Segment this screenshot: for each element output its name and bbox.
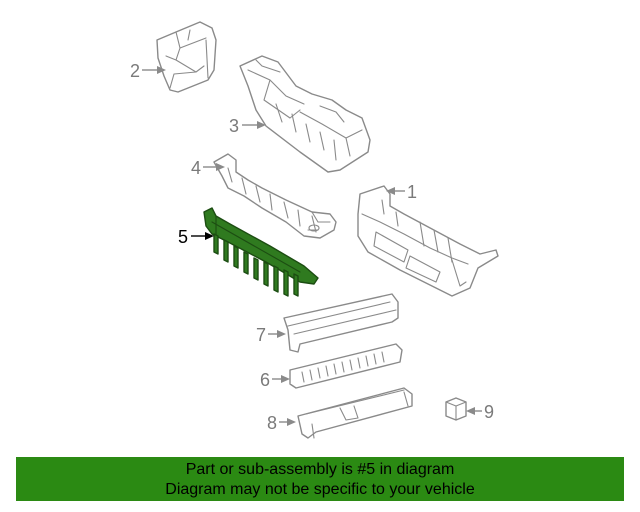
part-9-relay[interactable] xyxy=(445,397,467,421)
part-4-relay-holder[interactable] xyxy=(213,153,337,239)
banner-line-1: Part or sub-assembly is #5 in diagram xyxy=(185,461,455,478)
callout-7: 7 xyxy=(256,325,286,345)
part-info-banner: Part or sub-assembly is #5 in diagram Di… xyxy=(16,457,624,501)
part-6-fuse-block[interactable] xyxy=(289,343,403,389)
parts-diagram: 2 3 4 1 xyxy=(130,21,499,439)
callout-2: 2 xyxy=(130,61,166,81)
svg-text:4: 4 xyxy=(191,158,201,178)
banner-line-2: Diagram may not be specific to your vehi… xyxy=(165,481,475,498)
part-2-bracket[interactable] xyxy=(156,21,217,93)
callout-1: 1 xyxy=(386,182,417,202)
svg-text:9: 9 xyxy=(484,402,494,422)
callout-3: 3 xyxy=(229,116,266,136)
svg-text:2: 2 xyxy=(130,61,140,81)
svg-text:3: 3 xyxy=(229,116,239,136)
svg-text:6: 6 xyxy=(260,370,270,390)
svg-text:5: 5 xyxy=(178,227,188,247)
callout-5: 5 xyxy=(178,227,214,247)
part-5-highlighted-strip[interactable] xyxy=(203,207,319,297)
part-3-fuse-box-base[interactable] xyxy=(239,55,371,173)
callout-6: 6 xyxy=(260,370,290,390)
callout-8: 8 xyxy=(267,413,296,433)
callout-9: 9 xyxy=(466,402,494,422)
svg-text:7: 7 xyxy=(256,325,266,345)
svg-text:1: 1 xyxy=(407,182,417,202)
part-1-fuse-box-housing[interactable] xyxy=(357,185,499,297)
part-7-cover[interactable] xyxy=(283,293,399,353)
part-8-tray[interactable] xyxy=(297,387,413,439)
callout-4: 4 xyxy=(191,158,225,178)
svg-text:8: 8 xyxy=(267,413,277,433)
